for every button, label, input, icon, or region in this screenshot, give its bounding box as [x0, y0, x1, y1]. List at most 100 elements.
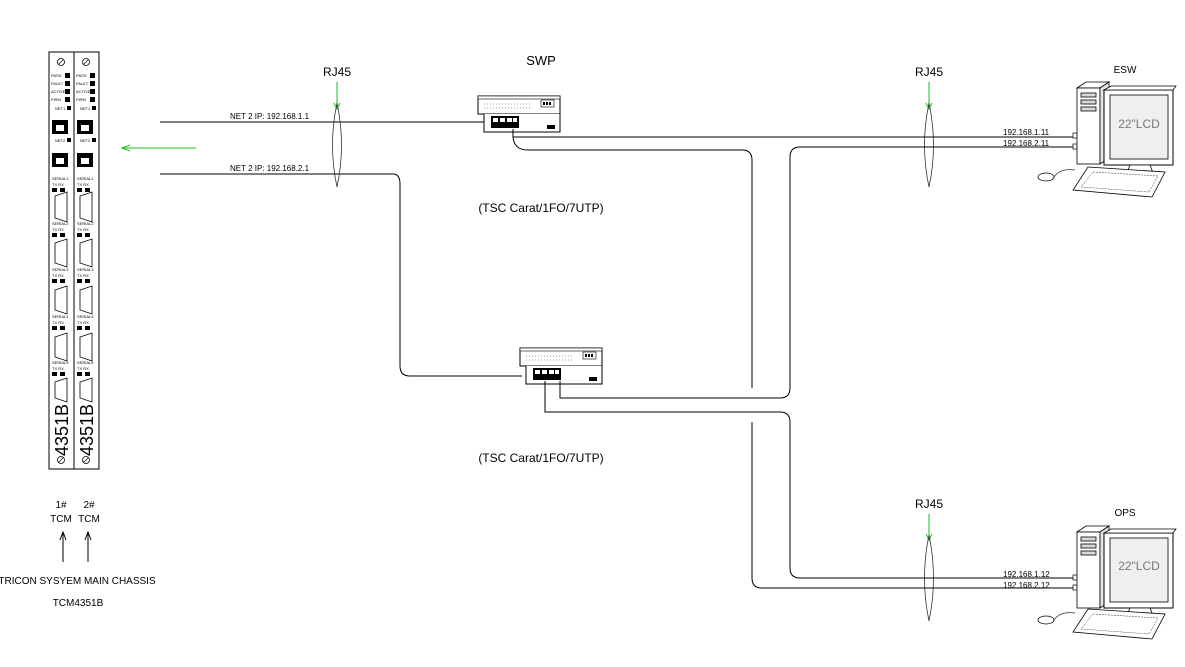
serial-label: SERIAL5 — [52, 360, 69, 365]
cable-bottom-to-ops-2 — [751, 422, 1075, 589]
switch-bottom — [519, 347, 603, 385]
cable-switch-to-esw-1 — [512, 129, 1075, 138]
swp-label: SWP — [526, 53, 556, 68]
status-label: FAULT — [76, 81, 89, 86]
net2-link-b — [160, 173, 522, 377]
cable-bottom-to-ops-1 — [544, 381, 1075, 579]
ops-monitor-label: 22"LCD — [1118, 559, 1160, 573]
db9-connector-icon — [54, 332, 68, 362]
txrx-label: TX RX — [52, 182, 64, 187]
serial-port-2: SERIAL2 TX RX — [52, 221, 69, 268]
serial-label: SERIAL4 — [52, 314, 69, 319]
cable-switch-to-esw-2 — [512, 136, 753, 388]
txrx-label: TX RX — [77, 182, 89, 187]
port-label: NET1 — [55, 106, 66, 111]
serial-port-1: SERIAL1 TX RX — [77, 176, 94, 223]
serial-label: SERIAL1 — [52, 176, 69, 181]
module-1-name: TCM — [50, 514, 72, 525]
txrx-label: TX RX — [52, 366, 64, 371]
arrow-up-icon — [59, 530, 67, 562]
net2-ip-a: NET 2 IP: 192.168.1.1 — [230, 112, 310, 121]
module-label: 4351B — [52, 404, 72, 456]
serial-port-1: SERIAL1 TX RX — [52, 176, 69, 223]
status-label: FAULT — [51, 81, 64, 86]
module-2-number: 2# — [83, 500, 95, 511]
chassis-module-2: PASS FAULT ACTIVE FIRM NET1 NET2 SERIAL1… — [73, 51, 100, 470]
serial-label: SERIAL3 — [77, 267, 94, 272]
serial-label: SERIAL2 — [52, 221, 69, 226]
status-label: ACTIVE — [51, 89, 66, 94]
port-label: NET1 — [80, 106, 91, 111]
db9-connector-icon — [79, 238, 93, 268]
serial-port-2: SERIAL2 TX RX — [77, 221, 94, 268]
net-ports: NET1 NET2 — [77, 106, 96, 167]
txrx-label: TX RX — [52, 273, 64, 278]
rj45-label: RJ45 — [915, 497, 943, 511]
serial-ports: SERIAL1 TX RX SERIAL2 TX RX SERIAL3 TX R… — [52, 176, 69, 403]
chassis-module-1: PASS FAULT ACTIVE FIRM NET1 NET2 SERIAL1… — [48, 51, 75, 470]
switch-top — [477, 95, 561, 133]
serial-port-5: SERIAL5 TX RX — [77, 360, 94, 403]
ops-label: OPS — [1114, 508, 1135, 519]
green-arrow-icon — [120, 144, 196, 152]
db9-connector-icon — [79, 332, 93, 362]
serial-label: SERIAL1 — [77, 176, 94, 181]
status-label: PASS — [51, 73, 62, 78]
status-label: FIRM — [76, 97, 86, 102]
serial-port-3: SERIAL3 TX RX — [77, 267, 94, 315]
status-leds: PASS FAULT ACTIVE FIRM — [51, 73, 70, 102]
esw-monitor-label: 22"LCD — [1118, 117, 1160, 131]
ops-ip-2: 192.168.2.12 — [1003, 581, 1050, 590]
db9-connector-icon — [79, 191, 93, 223]
txrx-label: TX RX — [77, 273, 89, 278]
port-label: NET2 — [80, 138, 91, 143]
db9-connector-icon — [54, 238, 68, 268]
status-label: FIRM — [51, 97, 61, 102]
net2-ip-b: NET 2 IP: 192.168.2.1 — [230, 164, 310, 173]
mouse-icon — [1037, 172, 1055, 182]
txrx-label: TX RX — [77, 227, 89, 232]
db9-connector-icon — [54, 285, 68, 315]
esw-computer-icon — [1037, 81, 1177, 198]
chassis-model: TCM4351B — [53, 598, 104, 609]
db9-connector-icon — [79, 377, 93, 403]
serial-port-3: SERIAL3 TX RX — [52, 267, 69, 315]
arrow-up-icon — [84, 530, 92, 562]
cable-ferrite-icon — [924, 534, 934, 622]
serial-label: SERIAL3 — [52, 267, 69, 272]
cable-ferrite-icon — [332, 102, 342, 188]
esw-ip-2: 192.168.2.11 — [1003, 139, 1050, 148]
esw-label: ESW — [1114, 65, 1137, 76]
mouse-icon — [1037, 615, 1055, 625]
esw-ip-1: 192.168.1.11 — [1003, 128, 1050, 137]
port-label: NET2 — [55, 138, 66, 143]
status-label: PASS — [76, 73, 87, 78]
module-1-number: 1# — [55, 500, 67, 511]
txrx-label: TX RX — [77, 320, 89, 325]
rj45-label: RJ45 — [323, 65, 351, 79]
module-label: 4351B — [77, 404, 97, 456]
db9-connector-icon — [79, 285, 93, 315]
switch-model-top: (TSC Carat/1FO/7UTP) — [478, 201, 603, 215]
txrx-label: TX RX — [52, 320, 64, 325]
ops-ip-1: 192.168.1.12 — [1003, 570, 1050, 579]
status-leds: PASS FAULT ACTIVE FIRM — [76, 73, 95, 102]
db9-connector-icon — [54, 191, 68, 223]
db9-connector-icon — [54, 377, 68, 403]
txrx-label: TX RX — [52, 227, 64, 232]
switch-model-bottom: (TSC Carat/1FO/7UTP) — [478, 451, 603, 465]
txrx-label: TX RX — [77, 366, 89, 371]
cable-esw-2-to-bottom — [559, 146, 1075, 399]
status-label: ACTIVE — [76, 89, 91, 94]
rj45-label: RJ45 — [915, 65, 943, 79]
serial-port-4: SERIAL4 TX RX — [77, 314, 94, 362]
cable-ferrite-icon — [924, 102, 934, 188]
serial-label: SERIAL2 — [77, 221, 94, 226]
serial-ports: SERIAL1 TX RX SERIAL2 TX RX SERIAL3 TX R… — [77, 176, 94, 403]
serial-label: SERIAL5 — [77, 360, 94, 365]
net-ports: NET1 NET2 — [52, 106, 71, 167]
ops-computer-icon — [1037, 525, 1177, 640]
chassis-title: TRICON SYSYEM MAIN CHASSIS — [0, 576, 156, 587]
serial-label: SERIAL4 — [77, 314, 94, 319]
